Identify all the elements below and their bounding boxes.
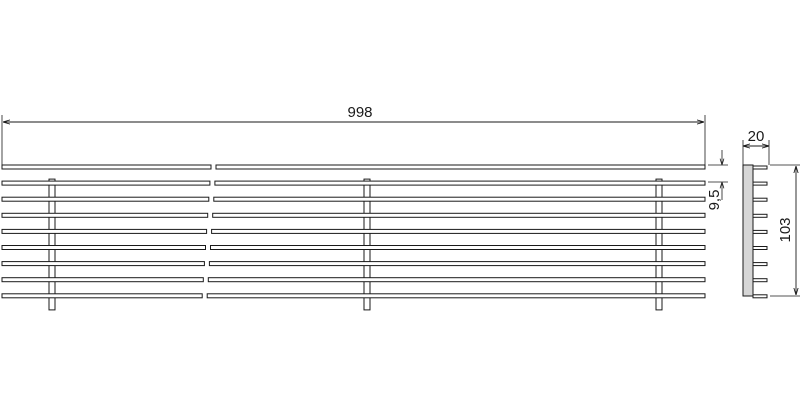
grate-bar-right [210, 245, 706, 250]
grate-bar-right [214, 180, 706, 186]
grate-bar-left [1, 261, 205, 267]
grate-bar-left [1, 196, 210, 202]
profile-teeth [752, 165, 768, 299]
support-bar-2 [363, 178, 371, 311]
profile-tooth [752, 278, 768, 283]
profile-tooth [752, 262, 768, 267]
profile-tooth [752, 229, 768, 234]
grate-bar-right [208, 261, 706, 267]
profile-tooth [752, 213, 768, 218]
profile-height-dimension: 103 [770, 164, 800, 297]
grate-bar-right [215, 164, 706, 170]
support-bar-3 [655, 178, 663, 311]
grate-bar-right [213, 196, 706, 202]
profile-body [742, 164, 754, 297]
profile-height-label: 103 [777, 217, 794, 242]
grate-front-view [1, 164, 706, 311]
grate-bar-left [1, 180, 211, 186]
support-bar-1 [48, 178, 56, 311]
grate-bar-left [1, 245, 206, 250]
profile-width-label: 20 [748, 128, 765, 145]
grate-bar-right [211, 228, 706, 234]
grate-bar-left [1, 164, 212, 170]
grate-bar-left [1, 293, 203, 299]
profile-tooth [752, 197, 768, 202]
profile-tooth [752, 165, 768, 170]
pitch-dimension: 9,5 [706, 150, 728, 210]
grate-bar-right [212, 212, 706, 218]
length-dimension: 998 [1, 104, 706, 165]
profile-tooth [752, 246, 768, 250]
profile-tooth [752, 294, 768, 299]
pitch-dimension-label: 9,5 [706, 190, 723, 211]
grate-bar-right [207, 277, 706, 283]
profile-side-view [742, 164, 768, 299]
profile-tooth [752, 181, 768, 186]
grate-bar-left [1, 277, 204, 283]
grate-bar-left [1, 212, 209, 218]
profile-width-dimension: 20 [742, 128, 770, 165]
length-dimension-label: 998 [347, 104, 372, 121]
grate-bar-left [1, 228, 208, 234]
grate-bar-right [206, 293, 706, 299]
